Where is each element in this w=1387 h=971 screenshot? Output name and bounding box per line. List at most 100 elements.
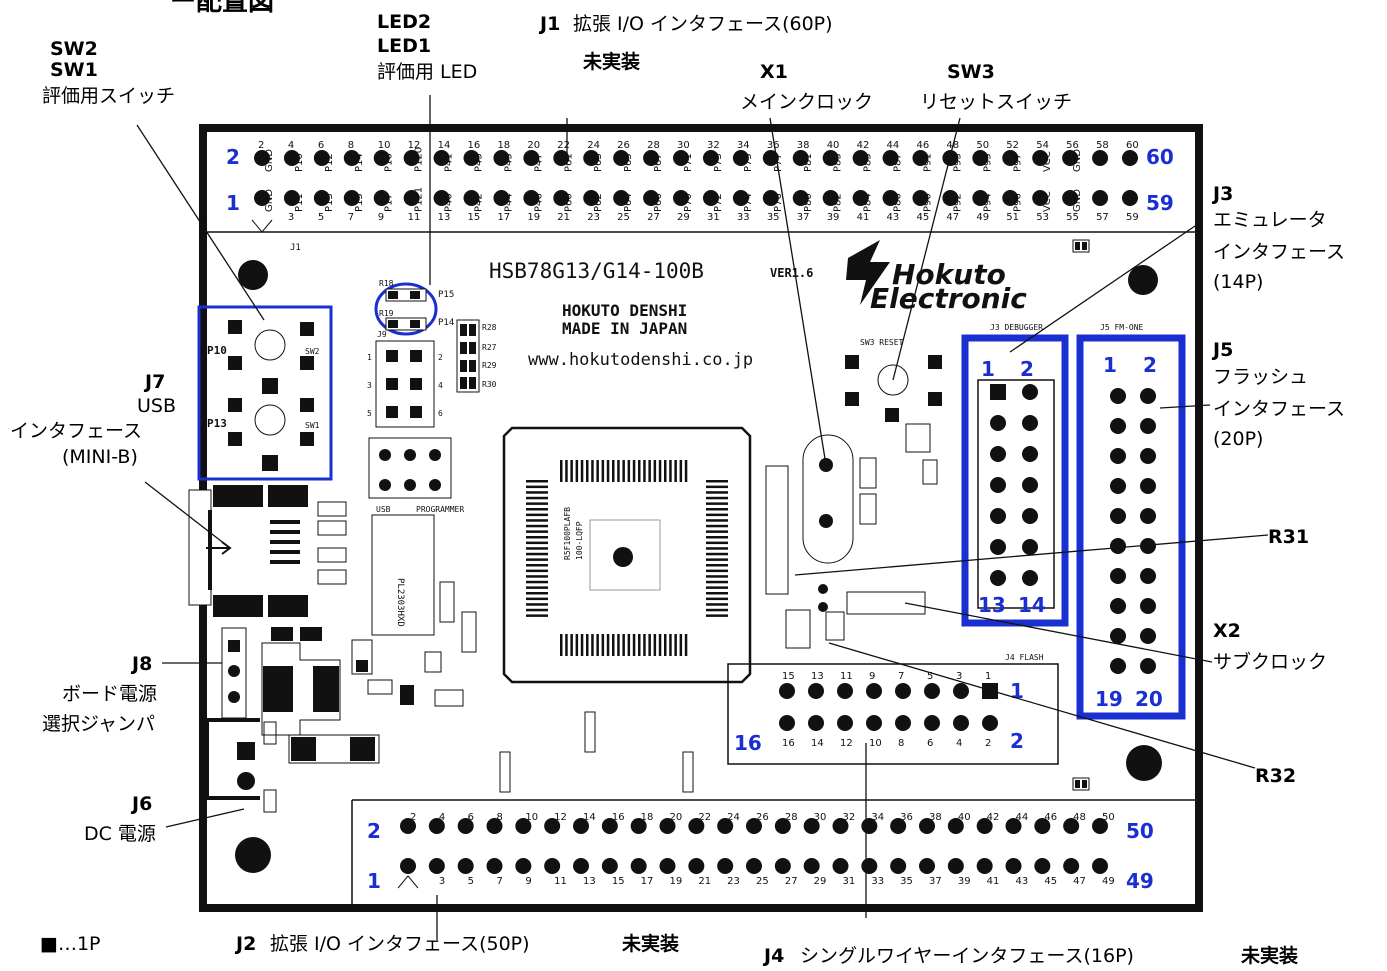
mcu-pin (526, 547, 548, 550)
j4-pin-number: 14 (811, 738, 824, 749)
j1-pin-number: 41 (857, 212, 870, 223)
j1-pin-2: 2 (226, 145, 240, 169)
label-j4-desc: シングルワイヤーインタフェース(16P) (800, 945, 1134, 967)
j3-pin (1022, 508, 1038, 524)
j1-signal-label: P97 (1012, 153, 1023, 172)
j1-pin (403, 190, 420, 206)
mcu-pin (606, 634, 610, 656)
j2-pin-number: 34 (871, 812, 884, 823)
j4-pin-number: 8 (898, 738, 904, 749)
j2-pin-number: 47 (1073, 876, 1086, 887)
j1-silk: J1 (290, 243, 301, 253)
label-j6: J6 (130, 793, 152, 815)
j1-pin-number: 30 (677, 140, 690, 151)
mcu-pin (653, 460, 657, 482)
label-j8-desc2: 選択ジャンパ (42, 713, 155, 735)
j1-signal-label: P92 (952, 193, 963, 212)
mcu-pin (706, 580, 728, 584)
j2-pin-number: 18 (641, 812, 654, 823)
sw3-reset-switch[interactable] (845, 355, 942, 422)
j1-pin (1002, 190, 1019, 206)
mcu-pin (648, 460, 651, 482)
j1-signal-label: P91 (922, 153, 933, 172)
j4-pin (924, 683, 940, 699)
j1-signal-label: P90 (922, 193, 933, 212)
j2-pin-number: 6 (468, 812, 474, 823)
svg-text:R29: R29 (482, 361, 497, 370)
sw2-switch[interactable] (228, 320, 314, 370)
j1-pin (373, 190, 390, 206)
mcu-pin (526, 491, 548, 494)
j1-signal-label: P65 (623, 153, 634, 172)
j1-pin-number: 50 (976, 140, 989, 151)
j3-pin (990, 570, 1006, 586)
j1-pin (313, 190, 330, 206)
j4-pin (808, 715, 824, 731)
svg-text:4: 4 (438, 381, 443, 390)
j2-pin-number: 39 (958, 876, 971, 887)
mcu-pin (706, 496, 728, 500)
j1-signal-label: P87 (893, 153, 904, 172)
j1-signal-label: P61 (563, 153, 574, 172)
j2-pin-number: 33 (871, 876, 884, 887)
j3-pin (990, 446, 1006, 462)
mcu-pin (612, 634, 615, 656)
j1-pin-number: 3 (288, 212, 294, 223)
j1-signal-label: P82 (833, 193, 844, 212)
j3-pin (990, 415, 1006, 431)
j2-pin-number: 28 (785, 812, 798, 823)
mcu-pin (632, 460, 636, 482)
j1-signal-label: P120 (414, 147, 425, 172)
j1-pin-number: 38 (797, 140, 810, 151)
j1-signal-label: P72 (713, 193, 724, 212)
j1-signal-label: VCC (1042, 191, 1053, 212)
j1-signal-label: P12 (324, 153, 335, 172)
j1-pin-number: 15 (468, 212, 481, 223)
j3-pin-1: 1 (981, 357, 995, 381)
mcu-pin (565, 460, 568, 482)
j3-pin (1022, 539, 1038, 555)
maker-url: www.hokutodenshi.co.jp (528, 350, 753, 370)
mcu-pin (638, 460, 641, 482)
j1-pin (822, 190, 839, 206)
j2-pin (400, 818, 416, 834)
j1-pin-number: 7 (348, 212, 354, 223)
j1-pin (433, 190, 450, 206)
j2-pin-number: 7 (497, 876, 503, 887)
j4-pin-number: 11 (840, 671, 853, 682)
mcu-pin (570, 460, 573, 482)
svg-text:SW1: SW1 (305, 421, 320, 430)
j4-pin (895, 715, 911, 731)
j2-pin-number: 9 (525, 876, 531, 887)
mcu-pin (706, 508, 728, 511)
label-j1-desc: 拡張 I/O インタフェース(60P) (573, 13, 833, 35)
j2-pin-number: 48 (1073, 812, 1086, 823)
j3-pin (1022, 477, 1038, 493)
j1-pin-number: 10 (378, 140, 391, 151)
j3-pin (1022, 446, 1038, 462)
j2-pin (832, 858, 849, 874)
j2-pin-number: 24 (727, 812, 740, 823)
j1-pin (732, 150, 749, 166)
j1-signal-label: P44 (503, 193, 514, 212)
j2-pin-2: 2 (367, 819, 381, 843)
sw1-switch[interactable] (228, 398, 314, 446)
j1-pin (523, 190, 540, 206)
j5-pin (1140, 568, 1156, 584)
programmer-silk: PROGRAMMER (416, 505, 464, 514)
j5-pin (1110, 478, 1126, 494)
svg-text:P10: P10 (207, 344, 227, 357)
j4-pin-number: 9 (869, 671, 875, 682)
j5-pin (1110, 628, 1126, 644)
mcu-pin (706, 552, 728, 556)
mcu-pin (706, 502, 728, 505)
mcu-pin (612, 460, 615, 482)
j2-pin-number: 46 (1044, 812, 1057, 823)
j3-pin-2: 2 (1020, 357, 1034, 381)
j1-pin-number: 58 (1096, 140, 1109, 151)
j2-pin (717, 818, 734, 834)
j1-pin-number: 40 (827, 140, 840, 151)
mounting-hole (238, 260, 268, 290)
j1-pin (972, 150, 989, 166)
j2-pin-1: 1 (367, 869, 381, 893)
